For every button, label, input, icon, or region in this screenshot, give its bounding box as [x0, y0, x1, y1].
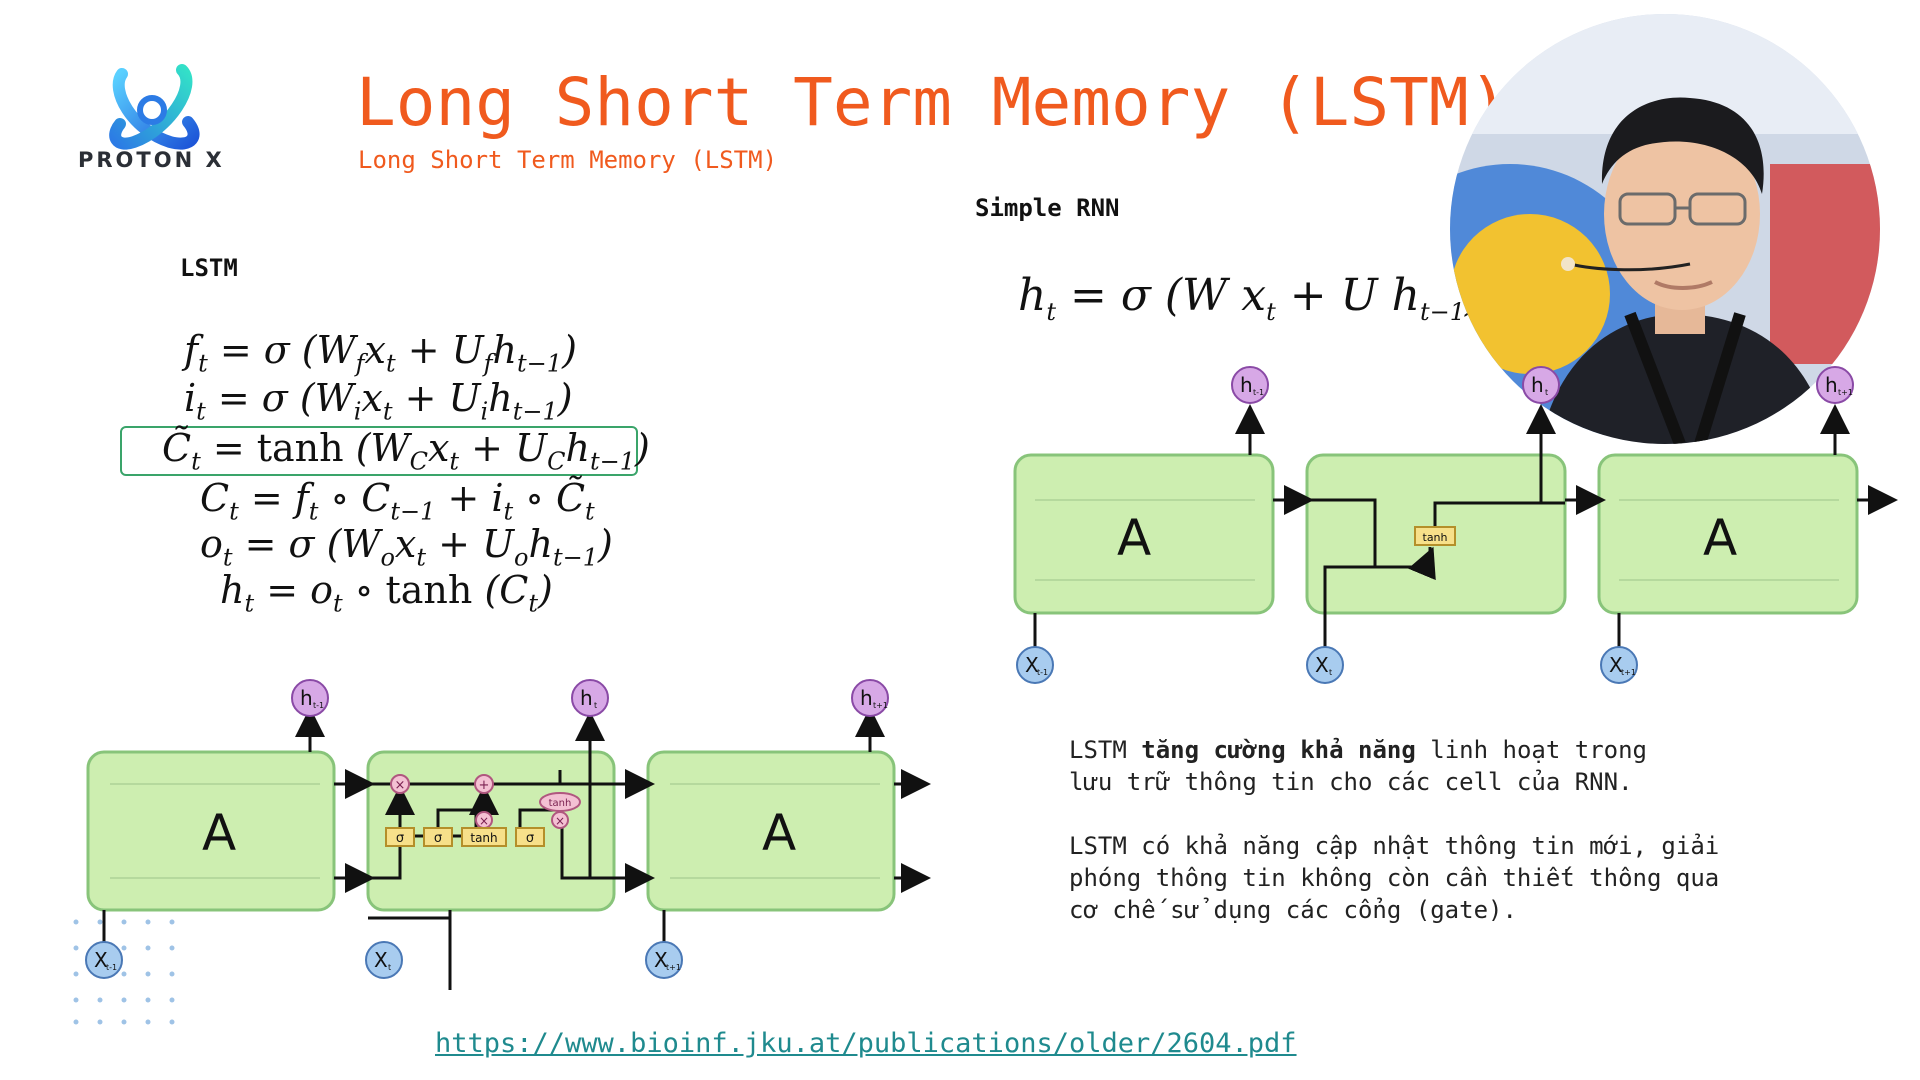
lstm-cell-label-1: A — [202, 804, 236, 862]
p1-line-2: lưu trữ thông tin cho các cell của RNN. — [1069, 768, 1633, 796]
rnn-equation: ht = σ (W xt + U ht−1) — [1018, 270, 1482, 326]
description-paragraph-2: LSTM có khả năng cập nhật thông tin mới,… — [1069, 830, 1719, 926]
description-paragraph-1: LSTM tăng cường khả năng linh hoạt trong… — [1069, 734, 1647, 798]
lstm-output-2-sub: t — [594, 701, 597, 710]
lstm-op-multiply-3: × — [555, 814, 565, 828]
lstm-gate-input: σ — [434, 831, 442, 846]
lstm-cell-1 — [86, 750, 336, 912]
lstm-cell-3 — [646, 750, 896, 912]
lstm-cell-label-3: A — [762, 804, 796, 862]
lstm-input-3-sub: t+1 — [666, 963, 681, 972]
rnn-heading: Simple RNN — [975, 194, 1120, 222]
p2-line-1: LSTM có khả năng cập nhật thông tin mới,… — [1069, 832, 1720, 860]
lstm-equation-candidate: C̃t = tanh (WCxt + UCht−1) — [162, 426, 650, 476]
lstm-output-nodes — [291, 679, 889, 717]
rnn-input-2: X — [1315, 653, 1329, 677]
lstm-equation-forget: ft = σ (Wfxt + Ufht−1) — [184, 328, 577, 378]
rnn-input-3: X — [1609, 653, 1623, 677]
rnn-input-3-sub: t+1 — [1621, 668, 1636, 677]
lstm-equation-output: ot = σ (Woxt + Uoht−1) — [200, 522, 613, 572]
rnn-cell-label-1: A — [1117, 509, 1151, 567]
lstm-input-3: X — [654, 948, 668, 972]
rnn-input-1: X — [1025, 653, 1039, 677]
lstm-output-1-sub: t-1 — [313, 701, 324, 710]
rnn-output-3-sub: t+1 — [1838, 388, 1853, 397]
p1-prefix: LSTM — [1069, 736, 1142, 764]
rnn-diagram: A A tanh X t-1 X t X t+1 h t-1 — [1013, 366, 1898, 684]
rnn-input-1-sub: t-1 — [1037, 668, 1048, 677]
decorative-dot-grid — [73, 919, 175, 1025]
rnn-output-2-sub: t — [1545, 388, 1548, 397]
lstm-diagram: A A × + × × tanh — [85, 679, 931, 990]
lstm-gate-forget: σ — [396, 831, 404, 846]
rnn-cell-label-3: A — [1703, 509, 1737, 567]
logo-text: PROTON X — [78, 148, 225, 172]
rnn-input-nodes — [1016, 646, 1638, 684]
lstm-op-add: + — [479, 778, 490, 793]
lstm-input-nodes — [85, 941, 683, 979]
equation-highlight-box — [120, 426, 638, 476]
rnn-cell-3 — [1597, 453, 1859, 615]
rnn-input-2-sub: t — [1329, 668, 1332, 677]
rnn-output-1: h — [1240, 373, 1253, 397]
lstm-output-1: h — [300, 686, 313, 710]
lstm-heading: LSTM — [180, 254, 238, 282]
lstm-input-1: X — [94, 948, 108, 972]
lstm-gate-output: σ — [526, 831, 534, 846]
lstm-op-multiply-1: × — [395, 778, 406, 793]
lstm-gate-candidate: tanh — [470, 831, 497, 845]
lstm-equation-hidden: ht = ot ∘ tanh (Ct) — [220, 568, 553, 618]
rnn-output-1-sub: t-1 — [1253, 388, 1264, 397]
lstm-output-2: h — [580, 686, 593, 710]
lstm-input-2-sub: t — [388, 963, 391, 972]
lstm-input-2: X — [374, 948, 388, 972]
lstm-output-3-sub: t+1 — [873, 701, 888, 710]
lstm-output-3: h — [860, 686, 873, 710]
rnn-cell-1 — [1013, 453, 1275, 615]
p2-line-3: cơ chế sử dụng các cổng (gate). — [1069, 896, 1517, 924]
proton-x-logo-icon — [109, 64, 200, 150]
lstm-pointwise-ops — [390, 774, 581, 829]
lstm-op-multiply-2: × — [479, 814, 489, 828]
rnn-output-2: h — [1531, 373, 1544, 397]
reference-link[interactable]: https://www.bioinf.jku.at/publications/o… — [435, 1028, 1297, 1059]
lstm-input-1-sub: t-1 — [106, 963, 117, 972]
lstm-equation-cell-state: Ct = ft ∘ Ct−1 + it ∘ C̃t — [200, 476, 595, 526]
page-title: Long Short Term Memory (LSTM) — [356, 64, 1509, 141]
lstm-op-tanh: tanh — [549, 798, 572, 809]
p2-line-2: phóng thông tin không còn cần thiết thôn… — [1069, 864, 1720, 892]
rnn-output-3: h — [1825, 373, 1838, 397]
lstm-gates — [385, 827, 545, 847]
p1-bold: tăng cường khả năng — [1141, 736, 1416, 764]
lstm-equation-input: it = σ (Wixt + Uiht−1) — [184, 376, 573, 426]
p1-suffix: linh hoạt trong — [1415, 736, 1647, 764]
page-subtitle: Long Short Term Memory (LSTM) — [358, 146, 778, 174]
rnn-tanh-gate-label: tanh — [1423, 531, 1448, 544]
rnn-output-nodes — [1231, 366, 1854, 404]
rnn-tanh-gate — [1414, 526, 1456, 546]
